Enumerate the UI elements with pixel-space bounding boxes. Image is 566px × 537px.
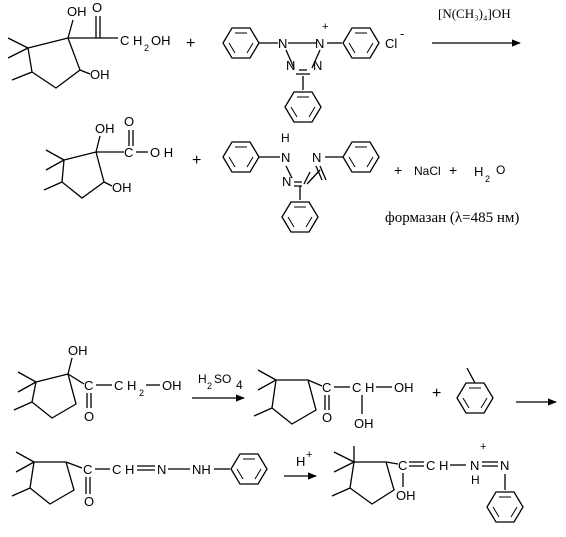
plus-5: + bbox=[432, 385, 441, 402]
reaction-2: OH C O C H 2 OH H 2 SO 4 C O C H OH bbox=[11, 343, 557, 523]
r2-p-oh-down: OH bbox=[354, 416, 374, 431]
r2-oh: OH bbox=[162, 378, 182, 393]
plus-4: + bbox=[449, 162, 457, 178]
plus-3: + bbox=[394, 162, 402, 178]
reactant-oh-top: OH bbox=[67, 4, 87, 19]
reactant-ch2: C H bbox=[120, 33, 142, 48]
nacl: NaCl bbox=[414, 164, 441, 178]
fz-h: H bbox=[281, 131, 290, 145]
catalyst-charge: + bbox=[306, 449, 312, 461]
catalyst-h: H bbox=[296, 454, 305, 469]
product-o: O bbox=[124, 114, 134, 129]
product-acid: OH C O O H OH bbox=[43, 114, 173, 199]
reactant-carbonyl-o: O bbox=[92, 0, 102, 15]
r2-ch-sub: 2 bbox=[139, 388, 144, 398]
product-oh-end: O H bbox=[150, 145, 173, 160]
product-oh-top: OH bbox=[95, 121, 115, 136]
acid-sub2: 4 bbox=[236, 378, 243, 392]
acid-so: SO bbox=[214, 372, 231, 386]
tz-plus: + bbox=[322, 21, 328, 33]
e-c: C bbox=[398, 458, 407, 473]
h-o: O bbox=[84, 494, 94, 509]
reactant-steroid-fragment: OH O C H 2 OH OH bbox=[7, 0, 171, 89]
h-ch: C H bbox=[112, 462, 134, 477]
e-n2: N bbox=[500, 458, 509, 473]
chloride-ion: Cl bbox=[385, 36, 397, 51]
fz-n2: N bbox=[282, 174, 291, 189]
water-o: O bbox=[496, 163, 505, 177]
chloride-charge: - bbox=[400, 26, 404, 41]
e-oh: OH bbox=[396, 488, 416, 503]
tz-n-bottom-left: N bbox=[286, 58, 295, 73]
tz-n-bottom-right: N bbox=[313, 58, 322, 73]
e-plus: + bbox=[480, 441, 486, 453]
reagent-label: [N(CH₃)₄]OH bbox=[438, 6, 511, 21]
r2-o: O bbox=[84, 409, 94, 424]
r2-p-oh-right: OH bbox=[394, 380, 414, 395]
h-c: C bbox=[83, 462, 92, 477]
r2-p-ch: C H bbox=[352, 380, 374, 395]
reactant-ch2-oh: OH bbox=[151, 33, 171, 48]
r2-reactant: OH C O C H 2 OH bbox=[13, 343, 182, 424]
plus-1: + bbox=[186, 35, 195, 52]
reactant-oh-ring: OH bbox=[90, 67, 110, 82]
r2-oh-top: OH bbox=[68, 343, 88, 358]
r2-p-c: C bbox=[322, 380, 331, 395]
reactant-ch2-sub: 2 bbox=[144, 43, 149, 53]
r2-product: C O C H OH OH bbox=[253, 369, 414, 431]
e-n1: N bbox=[470, 458, 479, 473]
formazan-caption: формазан (λ=485 нм) bbox=[385, 210, 519, 226]
tetrazolium-chloride: N N + N N bbox=[222, 21, 380, 123]
formazan: H N N N N bbox=[222, 131, 380, 233]
product-oh-ring: OH bbox=[112, 180, 132, 195]
water-h: H bbox=[474, 164, 483, 179]
reaction-1: OH O C H 2 OH OH + N N + N N bbox=[7, 0, 521, 233]
hydrazone: C O C H N NH bbox=[11, 451, 268, 509]
h-nh: NH bbox=[192, 462, 211, 477]
acid-h: H bbox=[198, 372, 207, 386]
water-sub: 2 bbox=[485, 174, 490, 184]
tz-n-right: N bbox=[315, 36, 324, 51]
r2-c: C bbox=[84, 378, 93, 393]
r2-ch: C H bbox=[114, 378, 136, 393]
fz-n1: N bbox=[281, 150, 290, 165]
toluene bbox=[456, 367, 494, 414]
e-hn: H bbox=[471, 473, 480, 487]
h-n: N bbox=[157, 462, 166, 477]
acid-sub1: 2 bbox=[207, 381, 212, 391]
tz-n-left: N bbox=[278, 36, 287, 51]
plus-2: + bbox=[192, 152, 201, 169]
product-c: C bbox=[124, 145, 133, 160]
fz-n3: N bbox=[312, 150, 321, 165]
e-ch: C H bbox=[426, 458, 448, 473]
enol-product: C C H OH + N N H bbox=[331, 441, 524, 523]
r2-p-o: O bbox=[322, 410, 332, 425]
